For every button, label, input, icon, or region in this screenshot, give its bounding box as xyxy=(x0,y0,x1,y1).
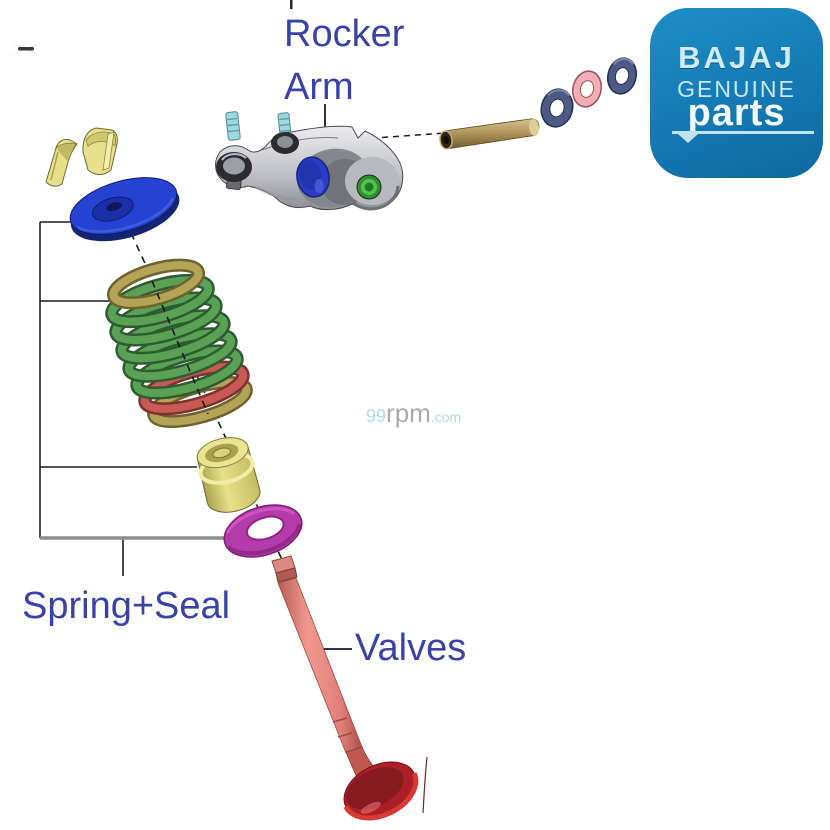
assembly-centerline-over-spring xyxy=(151,280,209,415)
spring-seat-washer xyxy=(223,504,303,558)
rocker-arm-label: Rocker Arm xyxy=(284,13,405,108)
watermark-prefix: 99 xyxy=(366,406,387,426)
brand-badge-genuine: GENUINE xyxy=(677,76,796,102)
brand-badge-parts: parts xyxy=(687,92,786,134)
valve-spring xyxy=(105,258,253,429)
rocker-arm xyxy=(215,111,404,211)
spring-retainer xyxy=(69,177,180,242)
brand-badge: BAJAJ GENUINE parts xyxy=(650,8,823,178)
badge-arrow-icon xyxy=(678,134,698,143)
watermark: 99rpm.com xyxy=(366,398,461,429)
brand-badge-name: BAJAJ xyxy=(678,40,795,75)
valve-collets xyxy=(45,127,118,187)
valve xyxy=(271,555,419,821)
shaft-washer-pink xyxy=(571,70,603,108)
watermark-mid: rpm xyxy=(386,398,431,428)
shaft-washer-dark-1 xyxy=(540,88,574,128)
valve-stem-seal xyxy=(196,437,261,513)
spring-seal-label: Spring+Seal xyxy=(22,585,231,627)
valves-label: Valves xyxy=(355,627,467,669)
shaft-washers xyxy=(540,57,638,128)
rocker-shaft xyxy=(439,118,540,150)
callout-bracket xyxy=(39,221,224,576)
badge-underline xyxy=(672,131,814,134)
shaft-washer-dark-2 xyxy=(606,57,638,95)
watermark-suffix: .com xyxy=(430,409,462,425)
photo-artifacts xyxy=(14,0,428,814)
